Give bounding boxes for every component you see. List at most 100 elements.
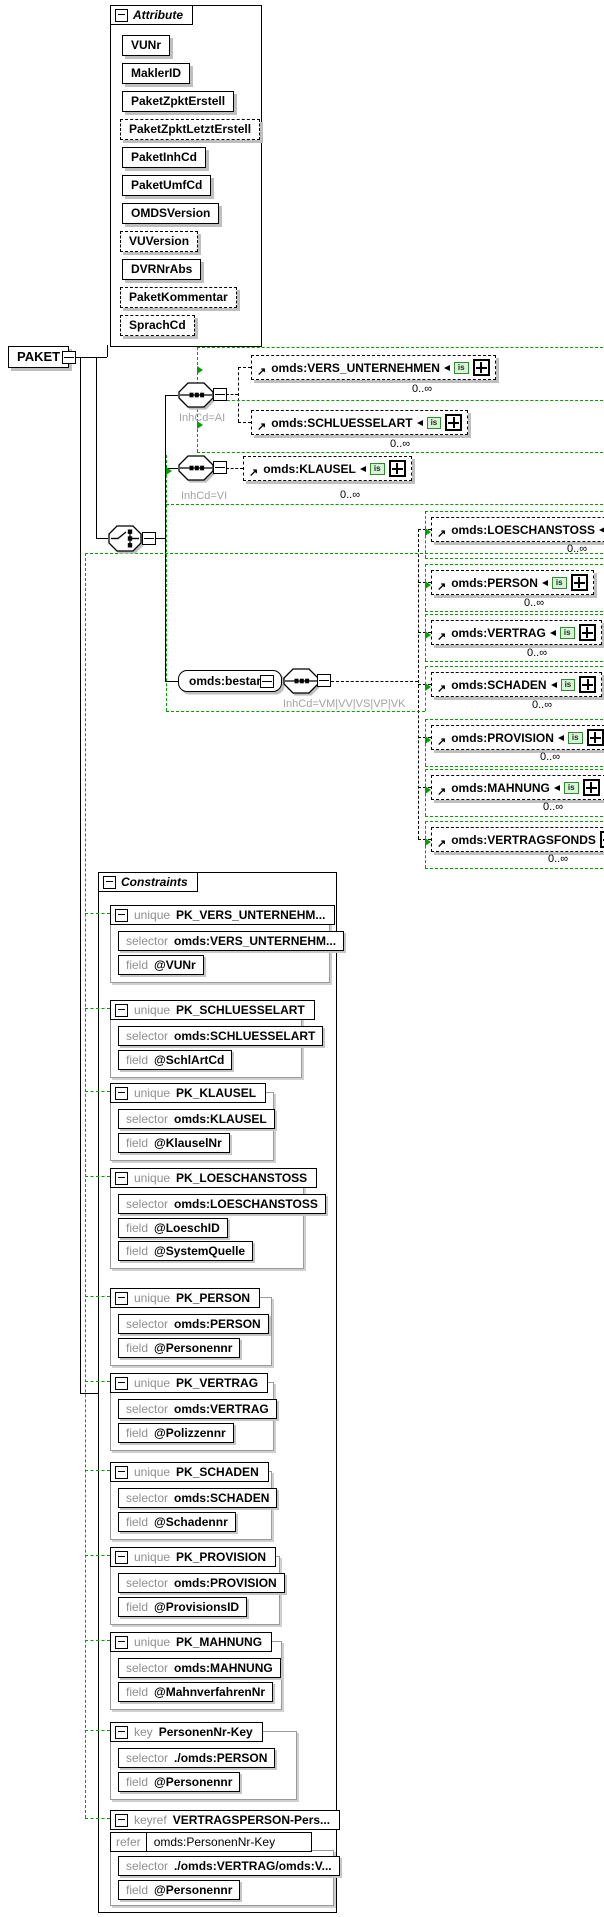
constraint-field[interactable]: field @KlauselNr bbox=[118, 1133, 230, 1153]
element-omds-person[interactable]: ↗ omds:PERSON is bbox=[431, 570, 594, 595]
expand-button[interactable] bbox=[472, 359, 490, 376]
collapse-button[interactable] bbox=[62, 351, 76, 364]
sequence-icon[interactable] bbox=[178, 382, 214, 408]
attribute-box-vuversion[interactable]: VUVersion bbox=[120, 231, 199, 253]
collapse-button[interactable] bbox=[260, 675, 274, 688]
root-element-paket[interactable]: PAKET bbox=[8, 346, 70, 369]
attribute-box-paketinhcd[interactable]: PaketInhCd bbox=[122, 147, 207, 169]
expand-button[interactable] bbox=[578, 624, 596, 641]
constraint-field[interactable]: field @SystemQuelle bbox=[118, 1241, 254, 1261]
collapse-icon[interactable] bbox=[115, 1376, 128, 1390]
choice-icon[interactable] bbox=[108, 525, 142, 552]
attribute-box-paketumfcd[interactable]: PaketUmfCd bbox=[122, 175, 212, 197]
sequence-icon[interactable] bbox=[178, 455, 214, 481]
collapse-button[interactable] bbox=[317, 674, 331, 687]
constraints-tab[interactable]: Constraints bbox=[98, 872, 198, 892]
is-badge: is bbox=[560, 678, 576, 691]
collapse-icon[interactable] bbox=[115, 1086, 128, 1100]
collapse-button[interactable] bbox=[213, 461, 227, 474]
constraint-unique-pk-schluesselart[interactable]: unique PK_SCHLUESSELART bbox=[110, 1000, 315, 1020]
element-omds-mahnung[interactable]: ↗ omds:MAHNUNG is bbox=[431, 775, 604, 800]
element-omds-schaden[interactable]: ↗ omds:SCHADEN is bbox=[431, 672, 603, 697]
attribute-box-paketzpkterstell[interactable]: PaketZpktErstell bbox=[122, 91, 235, 113]
element-omds-loeschanstoss[interactable]: ↗ omds:LOESCHANSTOSS is bbox=[431, 517, 604, 542]
element-omds-provision[interactable]: ↗ omds:PROVISION is bbox=[431, 725, 604, 750]
collapse-icon[interactable] bbox=[115, 1725, 128, 1739]
collapse-icon[interactable] bbox=[103, 875, 116, 889]
optional-arrow-icon bbox=[197, 366, 203, 374]
constraint-field[interactable]: field @SchlArtCd bbox=[118, 1050, 233, 1070]
expand-button[interactable] bbox=[579, 676, 597, 693]
constraint-field[interactable]: field @Personennr bbox=[118, 1880, 241, 1900]
constraint-selector[interactable]: selector omds:SCHADEN bbox=[118, 1488, 278, 1508]
constraint-selector[interactable]: selector omds:VERS_UNTERNEHM... bbox=[118, 931, 345, 951]
constraint-refer-row[interactable]: refer omds:PersonenNr-Key bbox=[110, 1832, 312, 1852]
constraint-field[interactable]: field @MahnverfahrenNr bbox=[118, 1682, 274, 1702]
expand-button[interactable] bbox=[445, 414, 463, 431]
expand-button[interactable] bbox=[388, 460, 406, 477]
collapse-icon[interactable] bbox=[115, 1003, 128, 1017]
sequence-icon[interactable] bbox=[283, 668, 319, 694]
attribute-box-dvrnrabs[interactable]: DVRNrAbs bbox=[122, 259, 202, 281]
constraint-unique-pk-person[interactable]: unique PK_PERSON bbox=[110, 1288, 261, 1308]
constraint-unique-pk-provision[interactable]: unique PK_PROVISION bbox=[110, 1547, 277, 1567]
constraint-keyref-vertragsperson[interactable]: keyref VERTRAGSPERSON-Pers... bbox=[110, 1810, 341, 1830]
collapse-icon[interactable] bbox=[115, 1171, 128, 1185]
constraint-field[interactable]: field @Personennr bbox=[118, 1338, 241, 1358]
element-omds-vertrag[interactable]: ↗ omds:VERTRAG is bbox=[431, 620, 602, 645]
element-omds-klausel[interactable]: ↗ omds:KLAUSEL is bbox=[243, 456, 412, 481]
attribute-box-maklerid[interactable]: MaklerID bbox=[122, 63, 191, 85]
expand-button[interactable] bbox=[586, 729, 604, 746]
constraint-unique-pk-mahnung[interactable]: unique PK_MAHNUNG bbox=[110, 1632, 273, 1652]
collapse-button[interactable] bbox=[213, 388, 227, 401]
constraint-selector[interactable]: selector ./omds:VERTRAG/omds:V... bbox=[118, 1856, 340, 1876]
occurs-label: 0..∞ bbox=[412, 383, 433, 395]
constraint-selector[interactable]: selector omds:LOESCHANSTOSS bbox=[118, 1194, 326, 1214]
constraint-unique-pk-vertrag[interactable]: unique PK_VERTRAG bbox=[110, 1373, 269, 1393]
expand-button[interactable] bbox=[570, 574, 588, 591]
constraint-selector[interactable]: selector omds:KLAUSEL bbox=[118, 1109, 275, 1129]
attribute-box-paketkommentar[interactable]: PaketKommentar bbox=[120, 287, 237, 309]
constraint-field[interactable]: field @ProvisionsID bbox=[118, 1597, 248, 1617]
occurs-label: 0..∞ bbox=[540, 751, 561, 763]
constraint-field[interactable]: field @Polizzennr bbox=[118, 1423, 234, 1443]
collapse-icon[interactable] bbox=[115, 1291, 128, 1305]
collapse-icon[interactable] bbox=[115, 1635, 128, 1649]
constraint-field[interactable]: field @Personennr bbox=[118, 1772, 241, 1792]
constraint-field[interactable]: field @LoeschID bbox=[118, 1218, 228, 1238]
attribute-box-omdsversion[interactable]: OMDSVersion bbox=[122, 203, 220, 225]
constraint-unique-pk-vers-unternehmen[interactable]: unique PK_VERS_UNTERNEHM... bbox=[110, 905, 336, 925]
collapse-icon[interactable] bbox=[115, 1465, 128, 1479]
constraint-selector[interactable]: selector omds:SCHLUESSELART bbox=[118, 1026, 324, 1046]
collapse-icon[interactable] bbox=[115, 1550, 128, 1564]
occurs-label: 0..∞ bbox=[527, 647, 548, 659]
expand-button[interactable] bbox=[599, 831, 604, 848]
element-omds-schluesselart[interactable]: ↗ omds:SCHLUESSELART is bbox=[251, 410, 469, 435]
constraint-field[interactable]: field @VUNr bbox=[118, 955, 204, 975]
constraint-unique-pk-klausel[interactable]: unique PK_KLAUSEL bbox=[110, 1083, 267, 1103]
attribute-box-sprachcd[interactable]: SprachCd bbox=[120, 315, 195, 337]
constraint-field[interactable]: field @Schadennr bbox=[118, 1512, 236, 1532]
reference-arrow-icon: ↗ bbox=[437, 838, 447, 850]
constraint-selector[interactable]: selector omds:PERSON bbox=[118, 1314, 269, 1334]
collapse-icon[interactable] bbox=[115, 1813, 128, 1827]
constraint-unique-pk-schaden[interactable]: unique PK_SCHADEN bbox=[110, 1462, 269, 1482]
attribute-box-vunr[interactable]: VUNr bbox=[122, 35, 171, 57]
attribute-box-paketzpktletzterstell[interactable]: PaketZpktLetztErstell bbox=[120, 119, 261, 141]
constraint-selector[interactable]: selector omds:VERTRAG bbox=[118, 1399, 277, 1419]
constraint-key-personennr-key[interactable]: key PersonenNr-Key bbox=[110, 1722, 263, 1742]
occurs-label: 0..∞ bbox=[532, 699, 553, 711]
element-omds-vertragsfonds[interactable]: ↗ omds:VERTRAGSFONDS bbox=[431, 827, 604, 852]
collapse-button[interactable] bbox=[142, 532, 156, 545]
reference-arrow-icon: ↗ bbox=[437, 786, 447, 798]
constraint-selector[interactable]: selector omds:MAHNUNG bbox=[118, 1658, 281, 1678]
element-omds-vers-unternehmen[interactable]: ↗ omds:VERS_UNTERNEHMEN is bbox=[251, 355, 496, 380]
attribute-tab[interactable]: Attribute bbox=[110, 5, 193, 25]
element-omds-bestand[interactable]: omds:bestand bbox=[178, 670, 283, 692]
collapse-icon[interactable] bbox=[115, 908, 128, 922]
constraint-selector[interactable]: selector omds:PROVISION bbox=[118, 1573, 285, 1593]
collapse-icon[interactable] bbox=[115, 8, 128, 22]
expand-button[interactable] bbox=[582, 779, 600, 796]
constraint-unique-pk-loeschanstoss[interactable]: unique PK_LOESCHANSTOSS bbox=[110, 1168, 318, 1188]
constraint-selector[interactable]: selector ./omds:PERSON bbox=[118, 1748, 276, 1768]
